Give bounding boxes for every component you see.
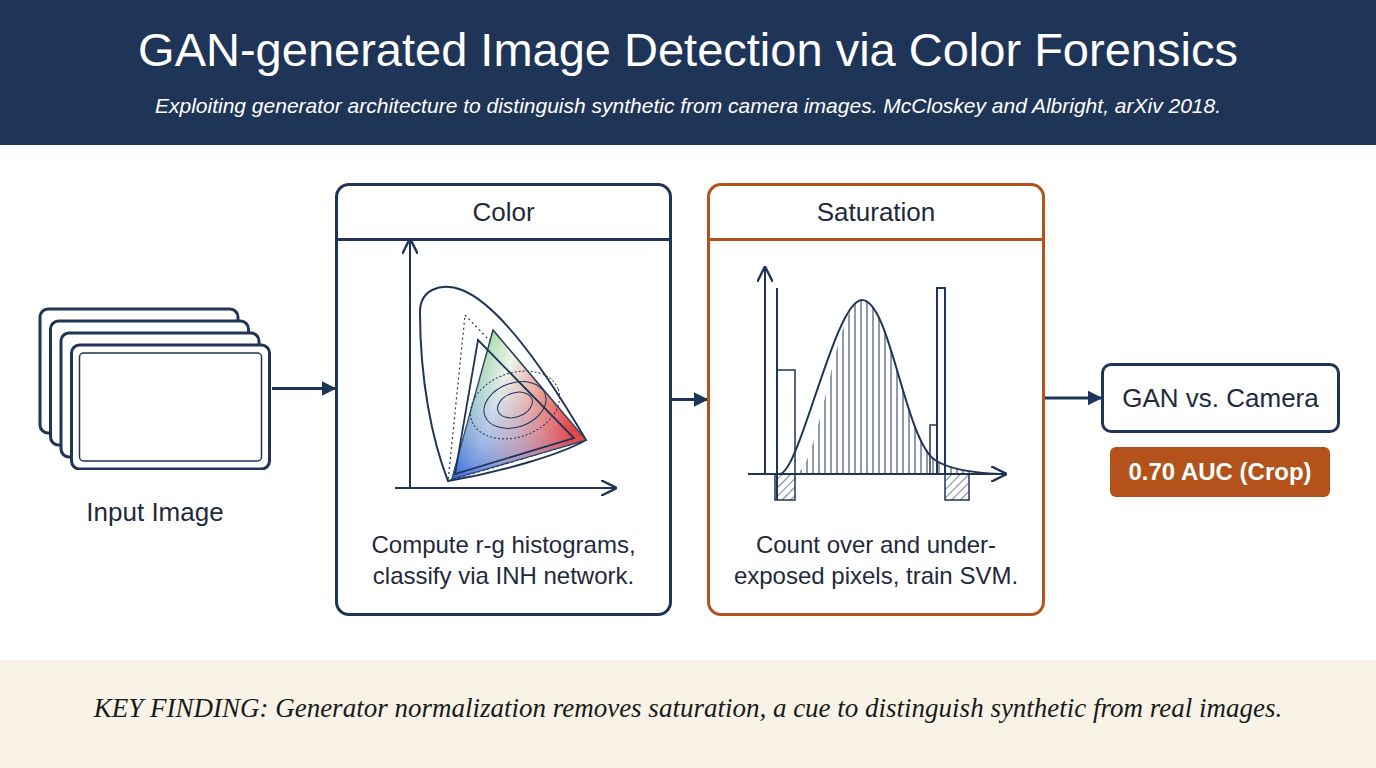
subtitle: Exploiting generator architecture to dis… bbox=[10, 94, 1366, 118]
panel-description: Count over and under-exposed pixels, tra… bbox=[728, 529, 1024, 591]
flow-arrow bbox=[272, 387, 335, 390]
flow-arrow bbox=[1045, 397, 1101, 400]
input-image-stack: Input Image bbox=[38, 307, 272, 470]
image-stack-icon bbox=[38, 307, 272, 470]
chromaticity-plot bbox=[395, 240, 615, 488]
process-panel: SaturationCount over and under-exposed p… bbox=[707, 183, 1045, 616]
score-badge: 0.70 AUC (Crop) bbox=[1110, 447, 1330, 497]
title: GAN-generated Image Detection via Color … bbox=[10, 22, 1366, 77]
panel-heading: Color bbox=[338, 186, 669, 241]
box-label: 0.70 AUC (Crop) bbox=[1128, 458, 1311, 486]
node-label: Input Image bbox=[18, 497, 292, 528]
saturation-histogram bbox=[748, 268, 1005, 500]
flow-arrow bbox=[672, 398, 707, 401]
output-box: GAN vs. Camera bbox=[1101, 363, 1340, 433]
panel-description: Compute r-g histograms, classify via INH… bbox=[356, 529, 651, 591]
box-label: GAN vs. Camera bbox=[1122, 383, 1319, 414]
process-panel: ColorCompute r-g histograms, classify vi… bbox=[335, 183, 672, 616]
key-finding: KEY FINDING: Generator normalization rem… bbox=[10, 693, 1366, 724]
panel-heading: Saturation bbox=[710, 186, 1042, 241]
